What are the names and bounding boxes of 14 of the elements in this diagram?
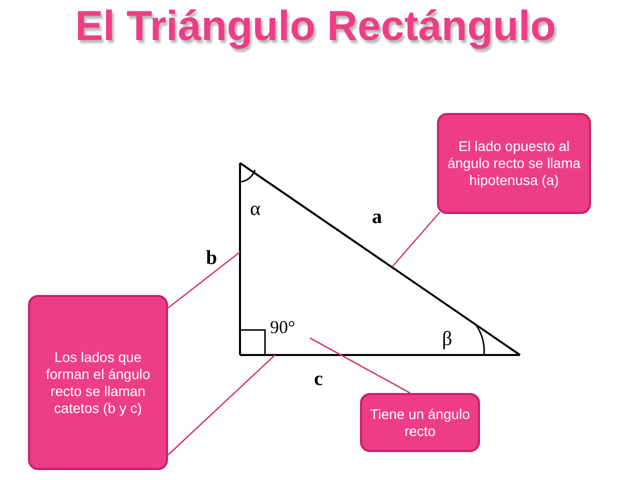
leader-line <box>392 212 440 268</box>
angle-label: 90° <box>270 316 312 338</box>
callout-box: Los lados que forman el ángulo recto se llaman catetos (b y c) <box>28 295 168 470</box>
title: El Triángulo Rectángulo <box>74 2 557 50</box>
angle-label: α <box>250 198 260 220</box>
callout-box: Tiene un ángulo recto <box>360 393 480 452</box>
side-label: b <box>206 247 218 269</box>
leader-line <box>168 354 276 456</box>
angle-label: β <box>442 328 452 350</box>
leader-line <box>168 251 240 309</box>
leader-line <box>310 337 410 394</box>
callout-box: El lado opuesto al ángulo recto se llama hipotenusa (a) <box>437 113 591 214</box>
side-label: a <box>372 206 382 228</box>
side-label: c <box>314 368 323 390</box>
